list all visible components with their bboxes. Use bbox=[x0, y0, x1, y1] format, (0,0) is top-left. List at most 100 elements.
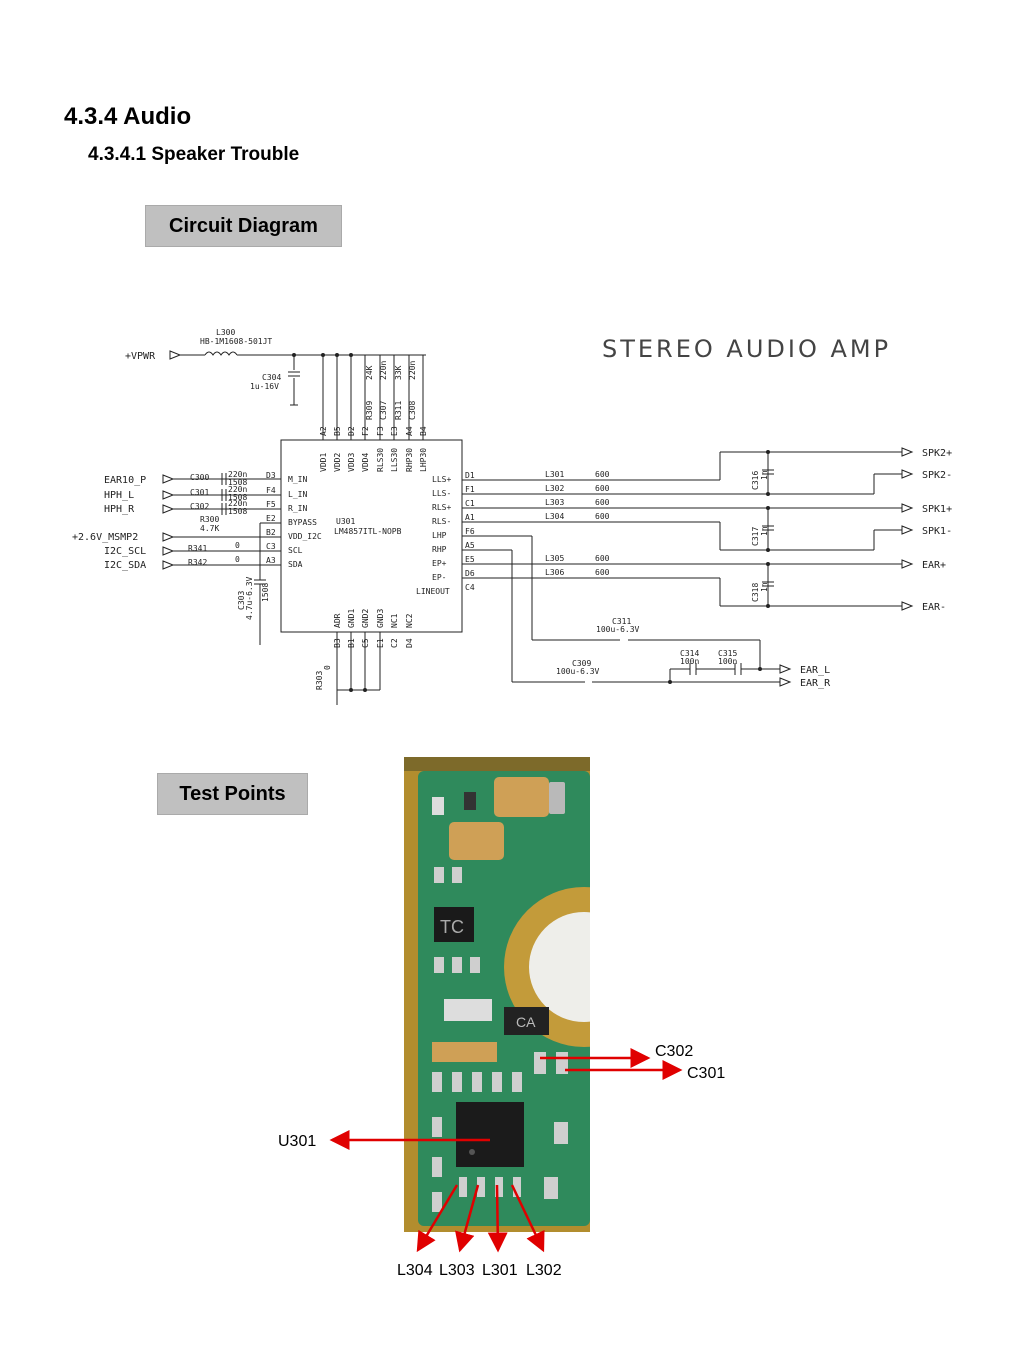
pin-name-epn: EP- bbox=[432, 573, 446, 582]
pin-ball-A4: A4 bbox=[405, 426, 414, 436]
net-ear10_p: EAR10_P bbox=[104, 475, 146, 486]
pin-ball-E3: E3 bbox=[390, 426, 399, 436]
pin-name-epp: EP+ bbox=[432, 559, 447, 568]
svg-text:TC: TC bbox=[440, 917, 464, 937]
cap-value-c302: 220n bbox=[228, 499, 247, 508]
test-points-tag: Test Points bbox=[157, 773, 308, 815]
pin-ball-D6: D6 bbox=[465, 569, 475, 578]
ferrite-value-l304: 600 bbox=[595, 512, 610, 521]
cap-value-c309: 100u-6.3V bbox=[556, 667, 600, 676]
pin-ball-F5: F5 bbox=[266, 500, 276, 509]
pin-name-nc1: NC1 bbox=[390, 613, 399, 628]
net-spk2-p: SPK2+ bbox=[922, 448, 952, 459]
net-spk1-p: SPK1+ bbox=[922, 504, 952, 515]
pin-name-vdd1: VDD1 bbox=[319, 453, 328, 472]
net-spk1-n: SPK1- bbox=[922, 526, 952, 537]
cap-value-c317: 1n bbox=[760, 526, 769, 536]
part-value-c307: 220n bbox=[379, 361, 388, 380]
ic-part: LM4857ITL-NOPB bbox=[334, 527, 402, 536]
cap-ref-c301: C301 bbox=[190, 488, 209, 497]
pin-name-lhp30: LHP30 bbox=[419, 448, 428, 472]
pin-ball-D3: D3 bbox=[266, 471, 276, 480]
bypass-cap-value: 4.7u-6.3V bbox=[245, 576, 254, 620]
pin-name-rlsn: RLS- bbox=[432, 517, 451, 526]
ferrite-value-l301: 600 bbox=[595, 470, 610, 479]
ferrite-ref-l302: L302 bbox=[545, 484, 564, 493]
tp-label-l302: L302 bbox=[526, 1262, 562, 1279]
pin-name-bypass: BYPASS bbox=[288, 518, 317, 527]
cap-ref-c317: C317 bbox=[751, 527, 760, 546]
res-ref-r300: R300 bbox=[200, 515, 219, 524]
ferrite-value-l305: 600 bbox=[595, 554, 610, 563]
pin-name-lls30: LLS30 bbox=[390, 448, 399, 472]
circuit-schematic: STEREO AUDIO AMP +VPWR L300 HB-1M1608-50… bbox=[72, 328, 952, 705]
net-i2c_scl: I2C_SCL bbox=[104, 546, 146, 557]
part-value-r309: 24K bbox=[365, 365, 374, 380]
tp-label-l304: L304 bbox=[397, 1262, 433, 1279]
pin-name-scl: SCL bbox=[288, 546, 303, 555]
pin-name-llsn: LLS- bbox=[432, 489, 451, 498]
cap-ref-c316: C316 bbox=[751, 471, 760, 490]
cap-size-c302: 1508 bbox=[228, 507, 247, 516]
pin-name-vdd3: VDD3 bbox=[347, 453, 356, 472]
ferrite-ref-l303: L303 bbox=[545, 498, 564, 507]
tp-label-c301: C301 bbox=[687, 1065, 726, 1082]
ferrite-ref-l301: L301 bbox=[545, 470, 564, 479]
cap-ref-c309: C309 bbox=[572, 659, 591, 668]
tp-label-c302: C302 bbox=[655, 1043, 694, 1060]
part-ref-c307: C307 bbox=[379, 401, 388, 420]
part-value-c308: 220n bbox=[408, 361, 417, 380]
l300-ref: L300 bbox=[216, 328, 235, 337]
net-i2c_sda: I2C_SDA bbox=[104, 560, 146, 571]
cap-value-c316: 1n bbox=[760, 470, 769, 480]
section-subtitle: 4.3.4.1 Speaker Trouble bbox=[88, 144, 300, 165]
pin-ball-F1: F1 bbox=[465, 485, 475, 494]
res-ref-r342: R342 bbox=[188, 558, 207, 567]
pin-ball-B2: B2 bbox=[266, 528, 276, 537]
net-ear-n: EAR- bbox=[922, 602, 946, 613]
part-value-r311: 33K bbox=[394, 365, 403, 380]
res-value-r342: 0 bbox=[235, 555, 240, 564]
pin-name-lhp: LHP bbox=[432, 531, 447, 540]
tp-label-l301: L301 bbox=[482, 1262, 518, 1279]
bypass-cap-size: 1508 bbox=[261, 583, 270, 602]
ferrite-ref-l304: L304 bbox=[545, 512, 564, 521]
pin-name-vdd4: VDD4 bbox=[361, 453, 370, 472]
cap-value-c314: 100n bbox=[680, 657, 699, 666]
cap-ref-c311: C311 bbox=[612, 617, 631, 626]
pin-name-adr: ADR bbox=[333, 613, 342, 628]
pin-ball-D1: D1 bbox=[465, 471, 475, 480]
net-+2.6v_msmp2: +2.6V_MSMP2 bbox=[72, 532, 138, 543]
pin-ball-B4: B4 bbox=[419, 426, 428, 436]
net-hph_r: HPH_R bbox=[104, 504, 135, 515]
tp-label-l303: L303 bbox=[439, 1262, 475, 1279]
pin-ball-C4: C4 bbox=[465, 583, 475, 592]
ferrite-value-l303: 600 bbox=[595, 498, 610, 507]
section-title: 4.3.4 Audio bbox=[64, 103, 192, 130]
pin-name-rlsp: RLS+ bbox=[432, 503, 451, 512]
test-point-arrows bbox=[329, 1048, 683, 1253]
cap-ref-c315: C315 bbox=[718, 649, 737, 658]
pin-ball-D2: D2 bbox=[347, 426, 356, 436]
pin-name-nc2: NC2 bbox=[405, 613, 414, 628]
pin-name-vdd2: VDD2 bbox=[333, 453, 342, 472]
circuit-diagram-tag: Circuit Diagram bbox=[145, 205, 342, 247]
l300-part: HB-1M1608-501JT bbox=[200, 337, 272, 346]
pin-name-rhp30: RHP30 bbox=[405, 448, 414, 472]
pin-ball-F4: F4 bbox=[266, 486, 276, 495]
net-ear-p: EAR+ bbox=[922, 560, 946, 571]
cap-value-c311: 100u-6.3V bbox=[596, 625, 640, 634]
pin-name-gnd3: GND3 bbox=[376, 609, 385, 628]
part-ref-c308: C308 bbox=[408, 401, 417, 420]
cap-value-c300: 220n bbox=[228, 470, 247, 479]
ic-ref: U301 bbox=[336, 517, 355, 526]
cap-value-c315: 100n bbox=[718, 657, 737, 666]
net-ear_l: EAR_L bbox=[800, 665, 830, 676]
net-vpwr: +VPWR bbox=[125, 351, 156, 362]
res-value-r300: 4.7K bbox=[200, 524, 219, 533]
